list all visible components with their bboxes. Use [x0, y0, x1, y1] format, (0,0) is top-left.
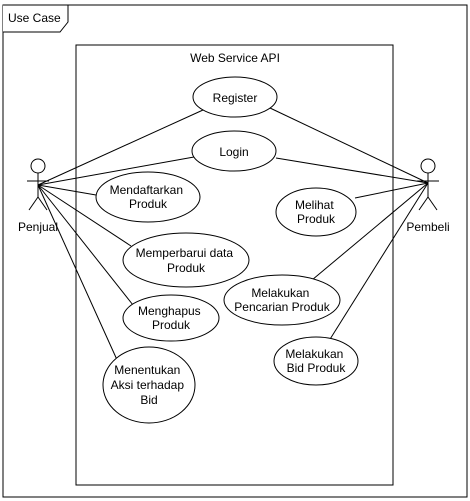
use-case-label: Melakukan Bid Produk [285, 347, 346, 375]
use-case-login: Login [191, 130, 277, 172]
use-case-label-line: Melakukan [251, 286, 309, 300]
association-seller-list-product [37, 184, 97, 196]
use-case-ellipse [273, 336, 359, 386]
use-case-bid-action: Menentukan Aksi terhadap Bid [102, 346, 196, 424]
use-case-ellipse [122, 294, 220, 342]
association-buyer-login [275, 157, 429, 184]
use-case-label: Melakukan Pencarian Produk [234, 286, 330, 314]
use-case-label-line: Memperbarui data [136, 246, 234, 260]
use-case-place-bid: Melakukan Bid Produk [273, 336, 359, 386]
association-seller-register [37, 109, 204, 186]
actor-leg-right [37, 196, 48, 211]
use-case-label-line: Aksi terhadap [111, 378, 185, 392]
use-case-label-line: Produk [152, 318, 191, 332]
use-case-label-line: Bid [140, 393, 157, 407]
frame-title: Use Case [8, 11, 61, 25]
use-case-register: Register [192, 76, 278, 118]
use-case-list-product: Mendaftarkan Produk [95, 171, 201, 223]
use-case-label: Memperbarui data Produk [136, 246, 237, 275]
association-buyer-search-product [311, 182, 429, 281]
use-case-ellipse [191, 130, 277, 172]
use-case-label: Register [213, 91, 258, 105]
use-case-label-line: Produk [129, 197, 168, 211]
association-seller-bid-action [37, 184, 119, 363]
use-case-label: Menghapus Produk [138, 304, 204, 332]
use-case-view-product: Melihat Produk [275, 187, 357, 237]
frame-title-tab [3, 4, 69, 33]
use-case-label-line: Register [213, 91, 258, 105]
actor-seller [27, 158, 49, 211]
association-seller-delete-product [37, 184, 134, 306]
use-case-ellipse [192, 76, 278, 118]
actor-seller-label: Penjual [18, 220, 58, 234]
use-case-label-line: Menghapus [138, 304, 201, 318]
use-case-label: Login [219, 145, 248, 159]
use-case-label: Melihat Produk [295, 198, 337, 226]
use-case-ellipse [102, 346, 196, 424]
use-case-update-product: Memperbarui data Produk [122, 232, 250, 288]
use-case-label-line: Produk [167, 261, 206, 275]
use-case-label-line: Melakukan [285, 347, 343, 361]
use-case-label-line: Produk [297, 212, 336, 226]
use-case-ellipse [223, 274, 341, 326]
use-case-label-line: Mendaftarkan [110, 183, 183, 197]
use-case-label-line: Melihat [295, 198, 334, 212]
association-seller-login [37, 156, 195, 186]
actor-buyer-label: Pembeli [406, 220, 449, 234]
use-case-search-product: Melakukan Pencarian Produk [223, 274, 341, 326]
actor-leg-left [418, 196, 429, 211]
actor-leg-right [427, 196, 438, 211]
use-case-label-line: Menentukan [114, 363, 180, 377]
use-case-label-line: Login [219, 145, 248, 159]
actor-head [420, 158, 436, 174]
use-case-ellipse [122, 232, 250, 288]
use-case-ellipse [275, 187, 357, 237]
association-buyer-register [269, 107, 429, 184]
actor-buyer [417, 158, 439, 211]
actor-leg-left [28, 196, 39, 211]
actor-head [30, 158, 46, 174]
association-buyer-place-bid [326, 182, 429, 345]
system-title: Web Service API [190, 51, 280, 65]
association-seller-update-product [37, 184, 132, 247]
use-case-label: Menentukan Aksi terhadap Bid [111, 363, 188, 407]
use-case-label: Mendaftarkan Produk [110, 183, 187, 211]
use-case-label-line: Bid Produk [287, 361, 347, 375]
use-case-delete-product: Menghapus Produk [122, 294, 220, 342]
associations [37, 107, 429, 363]
use-case-label-line: Pencarian Produk [234, 300, 330, 314]
use-case-ellipse [95, 171, 201, 223]
association-buyer-view-product [354, 182, 429, 199]
